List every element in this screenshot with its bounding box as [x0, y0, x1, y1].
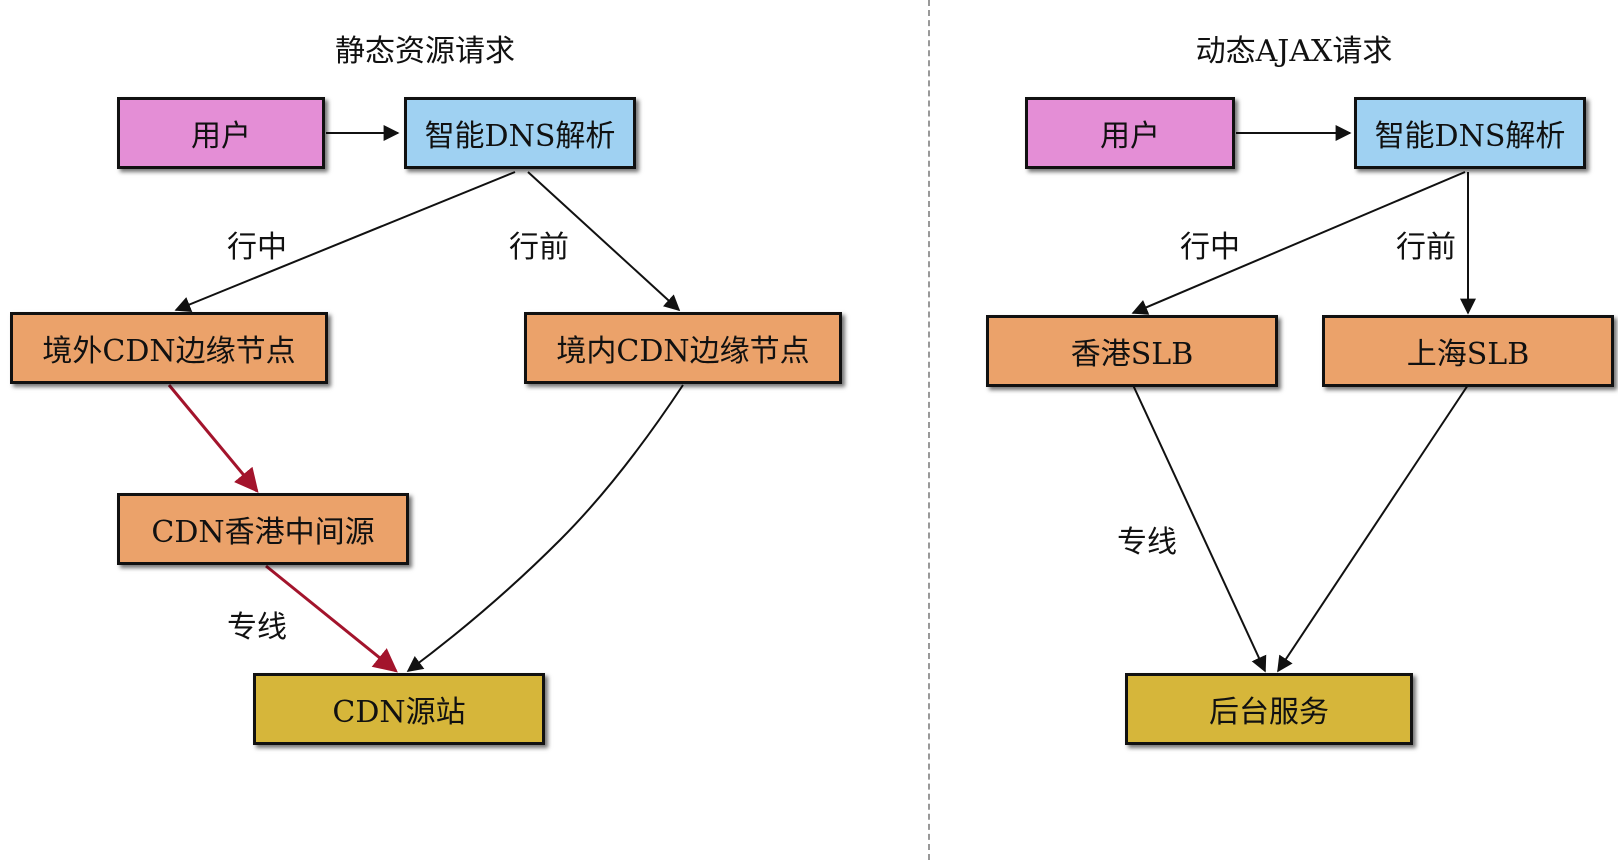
domestic-cdn-edge-node: 境内CDN边缘节点: [524, 312, 842, 384]
static-resource-title: 静态资源请求: [335, 34, 515, 69]
left-pre-flight-label: 行前: [509, 230, 569, 265]
right-dns-node: 智能DNS解析: [1354, 97, 1586, 169]
left-user-node: 用户: [117, 97, 325, 169]
dynamic-ajax-title: 动态AJAX请求: [1195, 34, 1393, 69]
hk-slb-node: 香港SLB: [986, 315, 1278, 387]
cdn-origin-node: CDN源站: [253, 673, 545, 745]
sh-slb-node: 上海SLB: [1322, 315, 1614, 387]
arrow-sh-slb-to-backend: [1277, 384, 1469, 673]
left-in-flight-label: 行中: [227, 230, 287, 265]
right-in-flight-label: 行中: [1180, 230, 1240, 265]
right-leased-line-label: 专线: [1117, 525, 1177, 560]
cdn-hk-relay-node: CDN香港中间源: [117, 493, 409, 565]
arrow-overseas-cdn-to-hk-relay: [167, 384, 259, 493]
backend-service-node: 后台服务: [1125, 673, 1413, 745]
arrow-dns-to-overseas-cdn: [174, 171, 516, 312]
section-divider: [928, 0, 930, 860]
arrow-hk-slb-to-backend: [1132, 384, 1267, 673]
arrow-hk-relay-to-cdn-origin: [265, 564, 398, 673]
overseas-cdn-edge-node: 境外CDN边缘节点: [10, 312, 328, 384]
arrow-dns-to-domestic-cdn: [527, 171, 681, 312]
left-dns-node: 智能DNS解析: [404, 97, 636, 169]
left-leased-line-label: 专线: [227, 610, 287, 645]
arrow-dns-to-hk-slb: [1131, 171, 1466, 315]
right-user-node: 用户: [1025, 97, 1235, 169]
right-pre-flight-label: 行前: [1396, 230, 1456, 265]
arrow-domestic-cdn-to-cdn-origin: [406, 384, 684, 672]
